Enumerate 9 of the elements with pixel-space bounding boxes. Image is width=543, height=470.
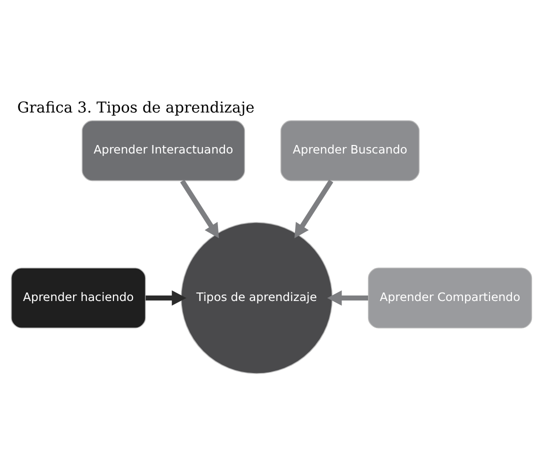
diagram-title: Grafica 3. Tipos de aprendizaje: [17, 98, 255, 116]
node-box: Aprender Buscando: [280, 120, 420, 181]
arrow: [294, 179, 334, 238]
arrow: [146, 290, 186, 306]
arrow: [327, 290, 368, 306]
node-box: Aprender haciendo: [10, 267, 146, 328]
node-box: Aprender Compartiendo: [368, 267, 532, 328]
arrow: [180, 179, 219, 238]
node-box: Aprender Interactuando: [82, 120, 246, 181]
